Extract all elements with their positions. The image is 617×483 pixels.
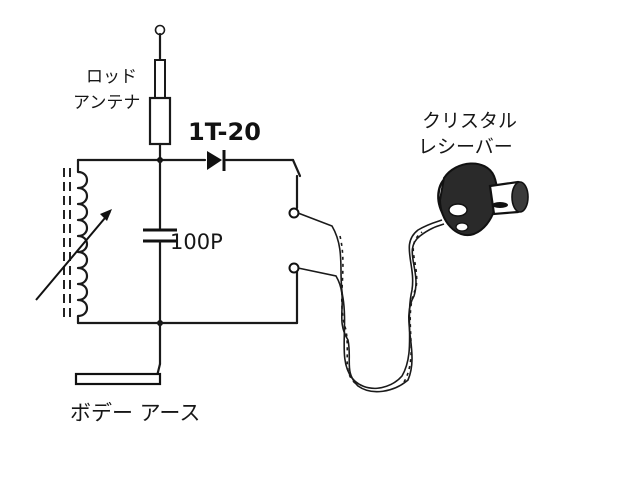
tuning-arrow-head [100,209,112,221]
antenna-segment-upper [154,59,166,101]
coil-winding [76,158,89,325]
antenna-label-line1: ロッド [86,67,137,87]
diode-symbol [207,150,226,171]
tuning-arrow-line [35,211,111,301]
receiver-earpiece-shade [492,202,508,208]
receiver-highlight-2 [455,222,469,232]
crystal-receiver [437,162,529,237]
antenna-segment-lower [148,96,172,146]
capacitor-label: 100P [170,230,223,254]
receiver-body [438,162,499,237]
receiver-label-line1: クリスタル [422,110,517,132]
terminal-upper [288,207,300,219]
terminal-lower [288,262,300,274]
cord-strand-a [297,212,443,390]
rod-antenna [148,24,172,162]
ground-label: ボデー アース [70,401,200,425]
top-wire-corner [291,158,302,178]
receiver-earpiece-tip [511,181,529,213]
body-ground-plate [74,372,162,386]
antenna-label-line2: アンテナ [73,93,140,113]
receiver-label-line2: レシーバー [418,136,513,158]
receiver-cord [297,212,445,393]
receiver-highlight [448,203,468,217]
cord-strand-b [297,223,445,393]
diode-label: 1T-20 [188,118,261,146]
variable-coil [35,158,112,325]
diode-triangle [207,151,222,170]
cord-twist [339,231,423,385]
